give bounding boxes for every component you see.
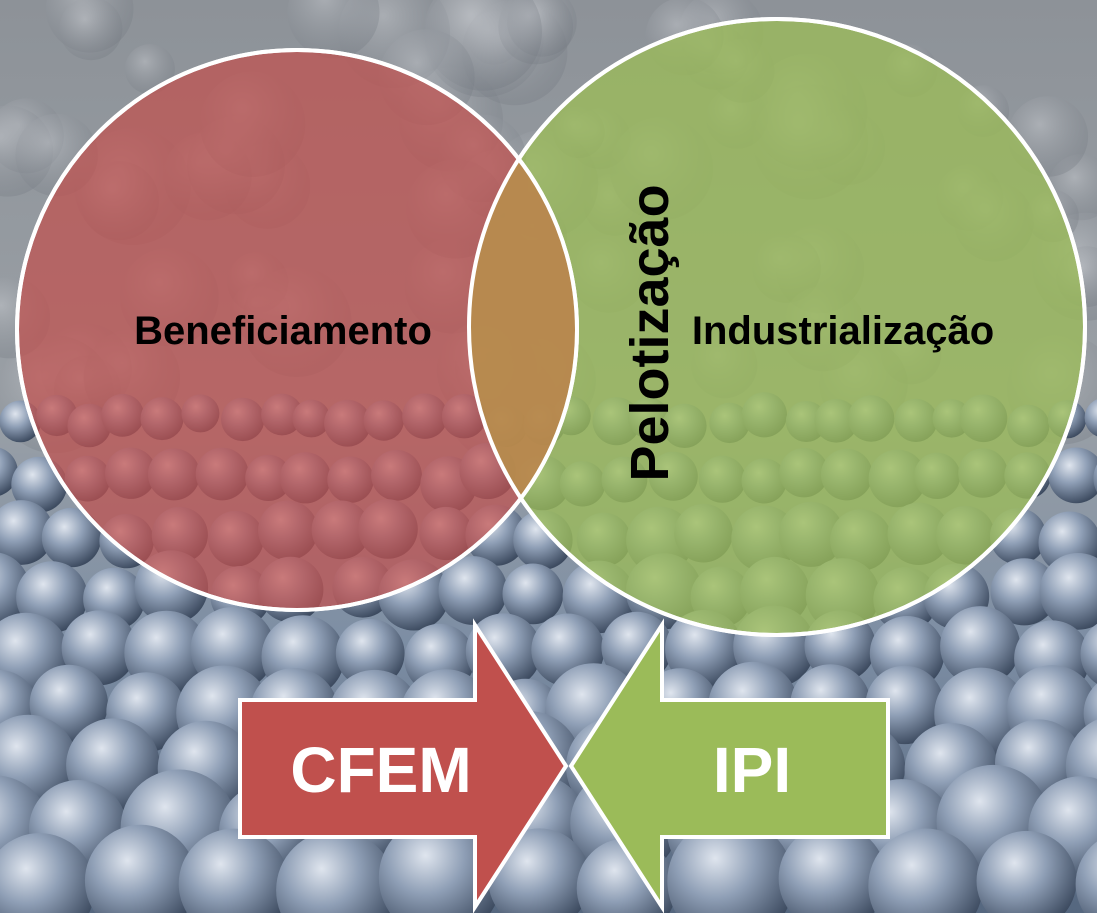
pellet [1080,623,1097,684]
beneficiamento-outline [15,48,579,612]
pellet [0,833,95,913]
pelotizacao-label: Pelotização [620,184,680,481]
pellet [438,556,508,625]
pellet [378,816,502,913]
pellet [178,828,290,913]
pellet [990,558,1058,626]
pellet [778,824,887,913]
cfem-label: CFEM [290,734,471,806]
pellet-soft [59,0,123,61]
pellet [976,830,1077,913]
industrializacao-label: Industrialização [692,309,994,353]
cfem-arrow [238,618,569,913]
pellet-soft [124,44,175,95]
pellet [1084,399,1097,437]
ipi-arrow [568,618,890,913]
pellet [41,507,102,568]
pellet [868,828,983,913]
pellet [667,818,794,913]
pellet-soft [287,0,380,59]
pellet [0,500,54,565]
pellet [84,824,197,913]
pellet [1048,447,1097,504]
pellet [1075,841,1097,913]
pellet [940,606,1021,687]
industrializacao-outline [467,17,1087,637]
pellet [1039,553,1097,630]
pellet [276,830,396,913]
beneficiamento-label: Beneficiamento [134,309,432,353]
pellet [502,563,564,625]
pellet [335,618,405,688]
ipi-label: IPI [713,734,791,806]
pellet [1093,464,1097,493]
